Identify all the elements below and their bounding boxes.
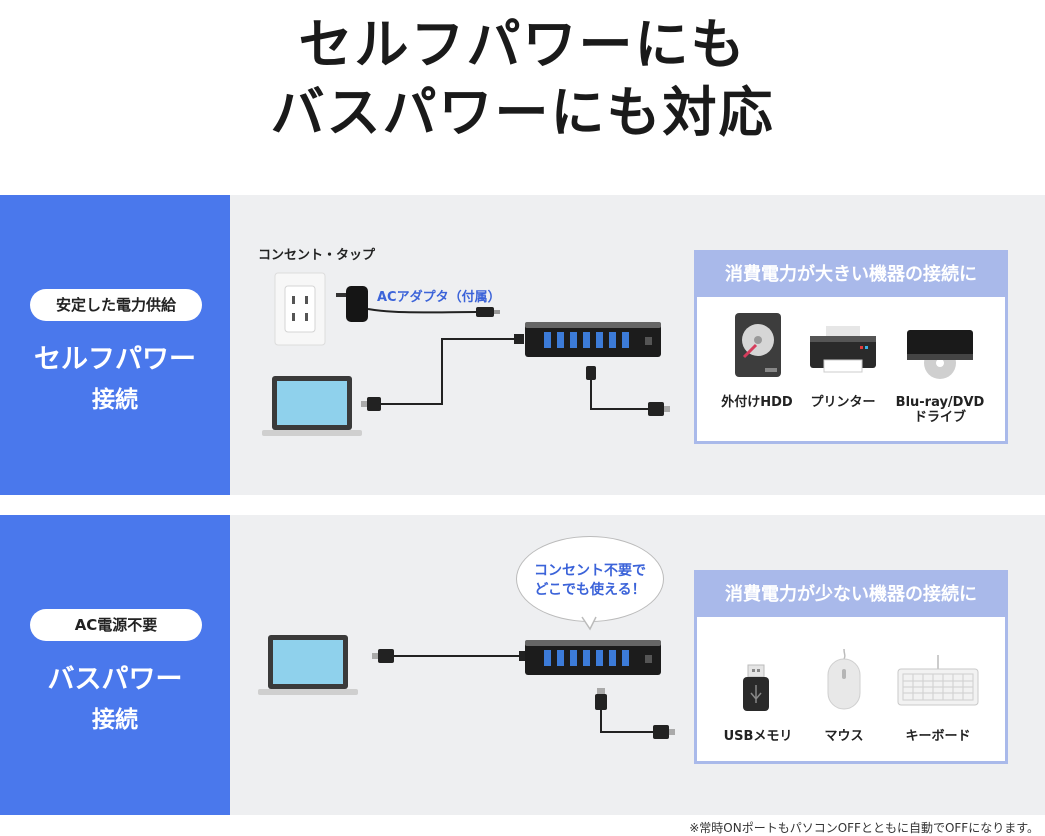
- device-label-disc-drive: Blu-ray/DVD ドライブ: [890, 395, 990, 425]
- device-label-hdd: 外付けHDD: [721, 395, 793, 410]
- bus-power-title-line2: 接続: [92, 707, 138, 733]
- bubble-line1: コンセント不要で: [534, 563, 646, 579]
- self-power-side: 安定した電力供給 セルフパワー 接続: [0, 195, 230, 495]
- mouse-icon: [827, 648, 861, 710]
- hdd-icon: [735, 313, 781, 377]
- self-power-pill: 安定した電力供給: [30, 289, 202, 321]
- footnote: ※常時ONポートもパソコンOFFとともに自動でOFFになります。: [689, 821, 1039, 835]
- outlet-icon: [274, 272, 326, 346]
- device-label-mouse: マウス: [824, 729, 864, 744]
- self-power-title: セルフパワー 接続: [0, 337, 230, 414]
- disc-drive-icon: [907, 330, 973, 379]
- adapter-label: ACアダプタ（付属）: [377, 290, 501, 305]
- self-power-device-box-header: 消費電力が大きい機器の接続に: [697, 253, 1005, 297]
- device-label-disc-drive-line2: ドライブ: [913, 410, 966, 425]
- device-label-disc-drive-line1: Blu-ray/DVD: [895, 395, 985, 410]
- bus-power-cables: [372, 649, 675, 739]
- bus-power-title: バスパワー 接続: [0, 657, 230, 734]
- speech-bubble: コンセント不要で どこでも使える！: [516, 536, 664, 622]
- laptop-icon: [258, 635, 358, 695]
- headline-line2: バスパワーにも対応: [270, 81, 775, 144]
- device-label-printer: プリンター: [810, 395, 876, 410]
- usb-hub-icon: [525, 640, 661, 675]
- device-label-usb-memory: USBメモリ: [723, 729, 793, 744]
- bus-power-device-box-header: 消費電力が少ない機器の接続に: [697, 573, 1005, 617]
- self-power-cables: [361, 334, 670, 416]
- headline-line1: セルフパワーにも: [298, 13, 747, 76]
- bubble-line2: どこでも使える！: [534, 582, 646, 598]
- ac-adapter-icon: [336, 286, 500, 322]
- self-power-title-line1: セルフパワー: [34, 344, 196, 375]
- laptop-icon: [262, 376, 362, 436]
- bus-power-pill: AC電源不要: [30, 609, 202, 641]
- bus-power-side: AC電源不要 バスパワー 接続: [0, 515, 230, 815]
- usb-hub-icon: [525, 322, 661, 357]
- device-label-keyboard: キーボード: [905, 729, 971, 744]
- speech-bubble-tail: [581, 616, 597, 631]
- bus-power-title-line1: バスパワー: [47, 664, 183, 695]
- usb-memory-icon: [743, 664, 769, 711]
- self-power-title-line2: 接続: [92, 387, 138, 413]
- printer-icon: [810, 326, 876, 373]
- keyboard-icon: [897, 655, 979, 706]
- outlet-label: コンセント・タップ: [258, 248, 376, 263]
